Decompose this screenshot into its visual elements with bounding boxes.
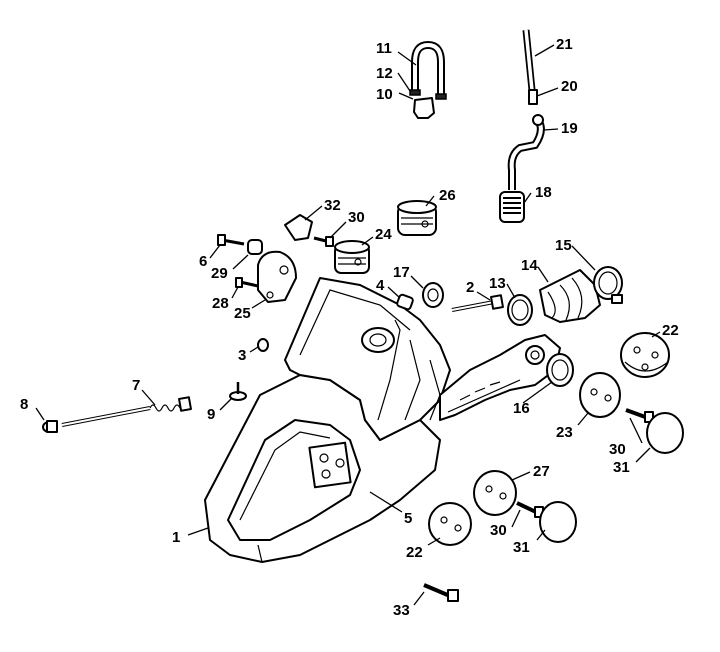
- callout-24: 24: [375, 226, 392, 243]
- callout-4: 4: [376, 277, 385, 294]
- part-8-sleeve: [42, 420, 58, 433]
- callout-30b: 30: [609, 441, 626, 458]
- part-22b-buffer: [428, 502, 472, 546]
- part-27-buffer: [473, 470, 517, 516]
- callout-31b: 31: [513, 539, 530, 556]
- callout-7: 7: [132, 377, 140, 394]
- part-3-washer: [257, 338, 269, 352]
- callout-11: 11: [376, 40, 392, 57]
- callout-29: 29: [211, 265, 228, 282]
- part-19-hose: [507, 114, 545, 190]
- callout-10: 10: [376, 86, 393, 103]
- callout-15: 15: [555, 237, 572, 254]
- callout-30a: 30: [348, 209, 365, 226]
- callout-12: 12: [376, 65, 393, 82]
- leader-lines: [35, 44, 661, 606]
- part-26-buffer: [397, 200, 437, 236]
- part-25-bracket: [257, 250, 297, 303]
- part-12-ring: [409, 89, 447, 100]
- callout-31a: 31: [613, 459, 630, 476]
- part-17-ring: [422, 282, 444, 308]
- part-6-screw: [217, 234, 245, 246]
- part-10-cap: [413, 97, 435, 119]
- part-18-filter: [499, 191, 525, 223]
- part-14-intake-boot: [539, 269, 601, 323]
- part-29-bushing: [247, 239, 263, 255]
- callout-1: 1: [172, 529, 180, 546]
- callout-23: 23: [556, 424, 573, 441]
- part-28-screw: [235, 277, 259, 288]
- part-13-ring: [507, 294, 533, 326]
- part-4-bushing: [396, 293, 414, 311]
- callout-26: 26: [439, 187, 456, 204]
- part-7-rod-spring: [61, 396, 192, 427]
- callout-9: 9: [207, 406, 215, 423]
- part-15-clamp: [593, 266, 623, 304]
- callout-3: 3: [238, 347, 246, 364]
- callout-18: 18: [535, 184, 552, 201]
- part-33-bolt: [423, 583, 459, 602]
- callout-6: 6: [199, 253, 207, 270]
- callout-33: 33: [393, 602, 410, 619]
- part-31b-cap: [539, 501, 577, 543]
- part-30a-screw: [313, 236, 334, 247]
- part-20-connector: [528, 89, 538, 105]
- part-23-buffer: [579, 372, 621, 418]
- callout-22b: 22: [406, 544, 423, 561]
- callout-25: 25: [234, 305, 251, 322]
- part-22a-buffer: [620, 332, 670, 378]
- callout-28: 28: [212, 295, 229, 312]
- callout-2: 2: [466, 279, 474, 296]
- part-32-plate: [284, 214, 313, 241]
- part-24-buffer: [334, 240, 370, 274]
- part-31a-cap: [646, 412, 684, 454]
- part-30c-screw: [516, 501, 544, 518]
- callout-14: 14: [521, 257, 538, 274]
- part-21-tube: [522, 29, 536, 91]
- callout-32: 32: [324, 197, 341, 214]
- callout-16: 16: [513, 400, 530, 417]
- callout-20: 20: [561, 78, 578, 95]
- callout-22a: 22: [662, 322, 679, 339]
- part-9-pin: [229, 382, 247, 401]
- part-30b-screw: [625, 408, 654, 423]
- part-front-handle-arm: [439, 334, 561, 421]
- callout-8: 8: [20, 396, 28, 413]
- callout-21: 21: [556, 36, 573, 53]
- callout-5: 5: [404, 510, 412, 527]
- callout-labels: 1 2 3 4 5 6 7 8 9 10 11 12 13 14 15 16 1…: [20, 36, 679, 619]
- callout-13: 13: [489, 275, 506, 292]
- part-11-hose-loop: [411, 40, 445, 98]
- part-2-bolt: [451, 294, 504, 312]
- callout-17: 17: [393, 264, 410, 281]
- part-16-ring: [546, 353, 574, 387]
- callout-27: 27: [533, 463, 550, 480]
- callout-30c: 30: [490, 522, 507, 539]
- callout-19: 19: [561, 120, 578, 137]
- part-5-tank-body: [284, 277, 451, 441]
